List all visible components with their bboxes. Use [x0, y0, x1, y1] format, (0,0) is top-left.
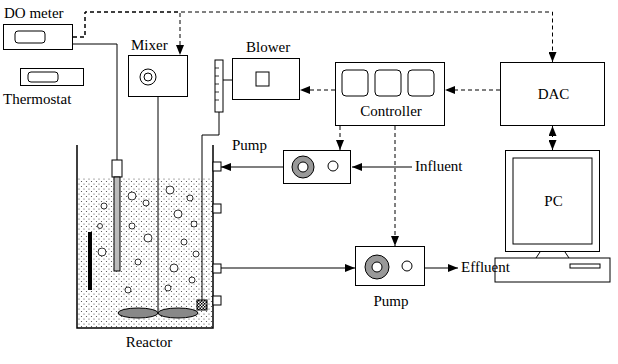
node-label: DO meter	[4, 5, 64, 22]
dac-box: DAC	[500, 62, 605, 126]
reactor-vessel	[77, 145, 213, 328]
pc-base	[495, 258, 610, 282]
pc-drive	[570, 264, 600, 268]
air-line	[223, 80, 232, 81]
flow-label: Influent	[415, 158, 462, 175]
node-label: Reactor	[126, 334, 173, 351]
air-line	[202, 112, 219, 300]
pump-box: Pump	[355, 246, 425, 286]
influent-arrow	[352, 166, 412, 167]
reactor-port	[213, 296, 221, 305]
controller-unit	[342, 70, 368, 96]
impeller	[118, 308, 158, 318]
pump-knob	[328, 161, 338, 171]
probe-cable	[73, 44, 117, 160]
node-label: PC	[544, 193, 562, 210]
mixer-box: Mixer	[128, 55, 188, 97]
reactor-port	[213, 204, 221, 213]
controller-unit	[375, 70, 401, 96]
mixer-shaft	[158, 97, 159, 312]
flow-label: Effluent	[461, 259, 510, 276]
node-label: Pump	[373, 293, 408, 310]
node-label: Controller	[360, 103, 422, 120]
reactor: Reactor	[77, 140, 221, 330]
controller-unit	[408, 70, 434, 96]
pump-box: Pump	[283, 150, 351, 184]
controller-box: Controller	[335, 62, 445, 126]
rotameter-ticks	[215, 68, 219, 100]
display-window	[28, 72, 58, 82]
do-probe	[114, 177, 120, 271]
reactor-port	[213, 264, 221, 273]
display-window	[15, 31, 45, 43]
effluent-arrow	[425, 267, 458, 268]
air-bubbles	[98, 186, 200, 293]
signal-line	[395, 126, 396, 246]
rotameter	[215, 60, 223, 112]
blower-box: Blower	[232, 58, 300, 100]
pc-screen	[513, 158, 592, 244]
mixer-dial	[140, 69, 156, 85]
mixed-liquor	[78, 178, 212, 327]
pump-head	[365, 255, 389, 279]
air-diffuser	[197, 300, 207, 310]
thermostat-box: Thermostat	[20, 68, 84, 86]
pc-monitor: PC	[505, 150, 600, 252]
flow-pipe	[221, 166, 283, 167]
signal-line	[340, 126, 341, 150]
signal-line	[73, 12, 180, 55]
node-label: Pump	[232, 137, 267, 154]
node-label: Mixer	[131, 37, 168, 54]
signal-line	[552, 126, 553, 150]
instrument-box: DO meter	[3, 24, 73, 50]
impeller	[158, 308, 198, 318]
pump-head	[372, 262, 382, 272]
mixer-dial	[144, 73, 152, 81]
heater	[88, 232, 92, 290]
pump-head	[292, 156, 314, 178]
probe-head	[112, 160, 122, 177]
pump-head	[298, 162, 308, 172]
node-label: Blower	[246, 39, 290, 56]
pump-knob	[402, 261, 412, 271]
node-label: DAC	[538, 86, 570, 103]
blower-switch	[256, 72, 269, 86]
flow-pipe	[221, 267, 355, 268]
signal-line	[300, 90, 335, 91]
reactor-port	[213, 162, 221, 171]
pc-stand	[536, 252, 569, 258]
signal-line	[445, 90, 500, 91]
node-label: Thermostat	[3, 91, 71, 108]
